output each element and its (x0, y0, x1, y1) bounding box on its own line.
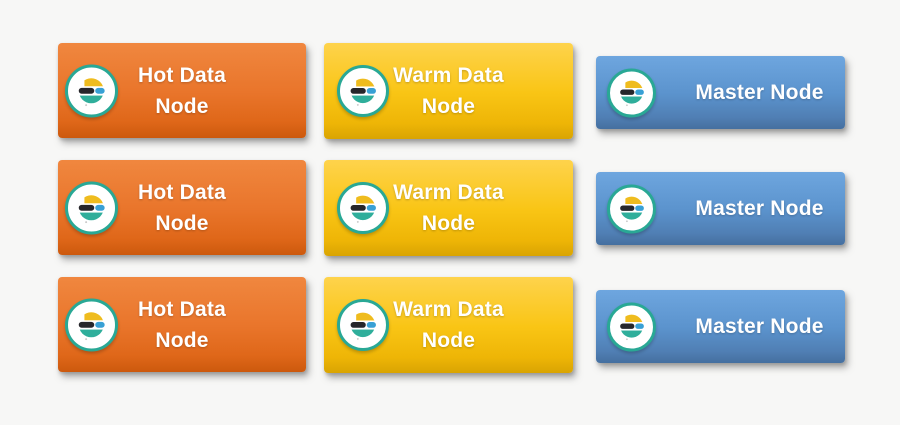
warm-data-node-1: Warm Data Node (324, 43, 573, 139)
node-label: Warm Data Node (393, 298, 504, 352)
warm-data-node-2: Warm Data Node (324, 160, 573, 256)
node-label: Master Node (695, 197, 824, 220)
node-label: Hot Data Node (138, 297, 226, 352)
node-label: Warm Data Node (393, 64, 504, 118)
master-node-2: Master Node (596, 172, 845, 245)
node-label: Hot Data Node (138, 180, 226, 235)
node-label: Hot Data Node (138, 63, 226, 118)
node-label: Warm Data Node (393, 181, 504, 235)
elasticsearch-icon (65, 298, 118, 351)
master-node-1: Master Node (596, 56, 845, 129)
hot-data-node-2: Hot Data Node (58, 160, 306, 255)
elasticsearch-icon (65, 181, 118, 234)
elasticsearch-icon (65, 64, 118, 117)
elasticsearch-icon (337, 299, 389, 351)
elasticsearch-icon (607, 302, 656, 351)
elasticsearch-icon (607, 68, 656, 117)
hot-data-node-1: Hot Data Node (58, 43, 306, 138)
elasticsearch-icon (337, 182, 389, 234)
elasticsearch-icon (607, 184, 656, 233)
hot-data-node-3: Hot Data Node (58, 277, 306, 372)
master-node-3: Master Node (596, 290, 845, 363)
warm-data-node-3: Warm Data Node (324, 277, 573, 373)
elasticsearch-icon (337, 65, 389, 117)
node-label: Master Node (695, 315, 824, 338)
node-label: Master Node (695, 81, 824, 104)
